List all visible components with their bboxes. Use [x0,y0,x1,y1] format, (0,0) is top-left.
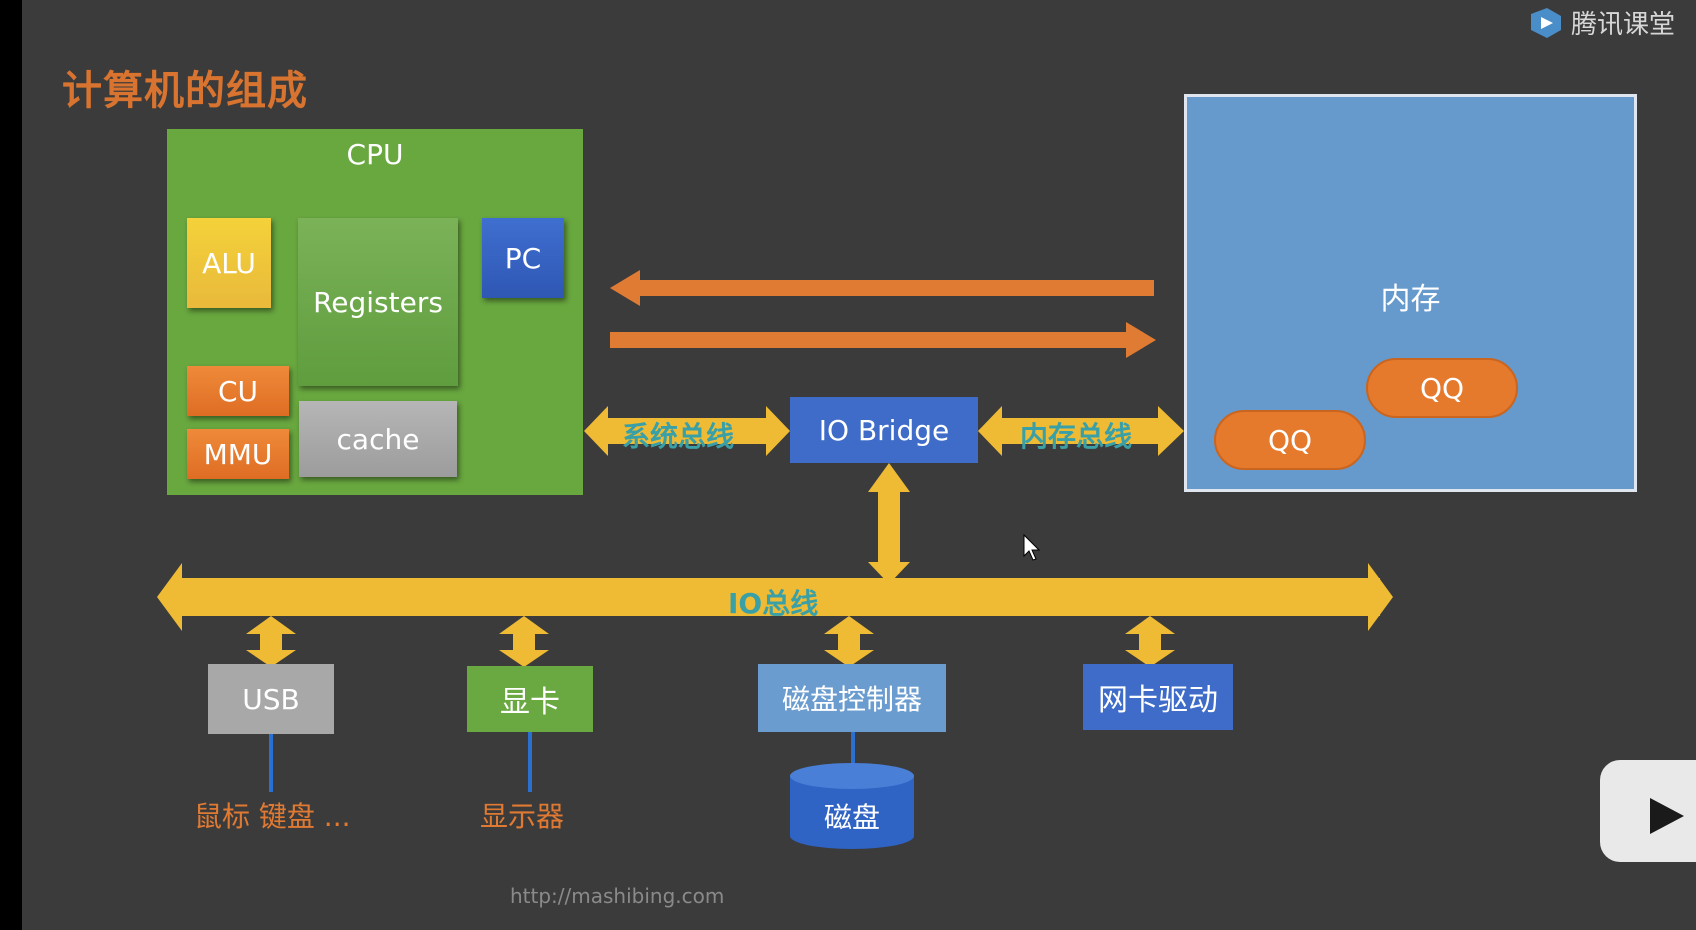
play-button[interactable] [1600,760,1696,862]
slide-title: 计算机的组成 [62,68,308,114]
play-logo-icon [1531,7,1561,38]
system-bus-arrow [584,406,790,456]
registers-box: Registers [298,218,458,386]
logo-text: 腾讯课堂 [1571,10,1676,40]
memory-label: 内存 [1380,282,1441,317]
nic-connector-arrow [1125,616,1175,667]
memory-write-arrow [610,322,1156,358]
system-bus-label: 系统总线 [622,420,735,453]
mouse-cursor-icon [1023,533,1041,561]
memory-bus-label: 内存总线 [1020,420,1133,453]
gpu-monitor-line [528,732,532,792]
disk-cylinder [790,763,914,849]
monitor-label: 显示器 [480,800,565,833]
cache-box: cache [299,401,457,477]
nic-driver-box: 网卡驱动 [1083,664,1233,730]
usb-peripherals-label: 鼠标 键盘 ... [194,800,351,833]
gpu-connector-arrow [499,616,549,667]
gpu-box: 显卡 [467,666,593,732]
usb-connector-arrow [246,616,296,667]
disk-controller-box: 磁盘控制器 [758,664,946,732]
io-bus-label: IO总线 [728,587,819,620]
bridge-io-arrow [868,463,910,584]
disk-controller-connector-arrow [824,616,874,667]
tencent-classroom-logo: 腾讯课堂 [1527,4,1675,41]
usb-peripheral-line [269,734,273,792]
source-url: http://mashibing.com [510,884,725,908]
play-icon [1628,760,1684,834]
cpu-label: CPU [346,138,404,171]
qq-process-b: QQ [1214,410,1366,470]
mmu-box: MMU [187,429,289,479]
pc-box: PC [482,218,564,298]
qq-process-a: QQ [1366,358,1518,418]
io-bridge-box: IO Bridge [790,397,978,463]
io-bus-arrow [157,563,1393,631]
usb-box: USB [208,664,334,734]
disk-label: 磁盘 [823,801,880,834]
memory-bus-arrow [978,406,1184,456]
memory-read-arrow [610,270,1154,306]
cu-box: CU [187,366,289,416]
alu-box: ALU [187,218,271,308]
disk-line [851,732,855,768]
